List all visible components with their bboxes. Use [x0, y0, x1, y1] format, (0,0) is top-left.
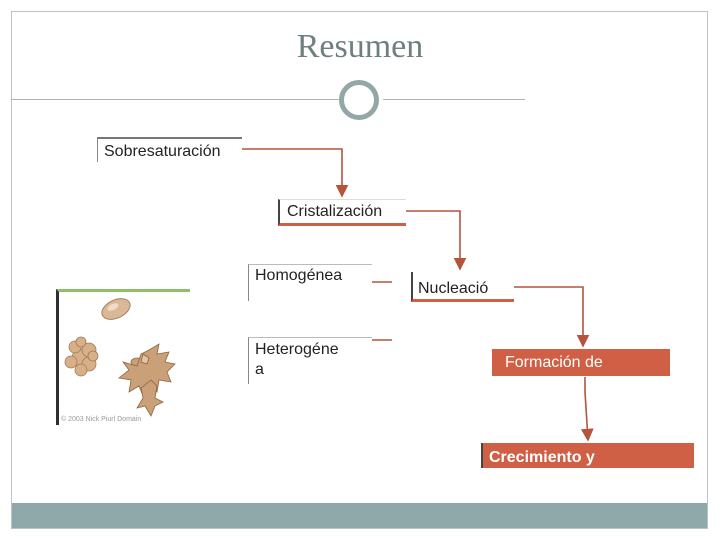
node-formacion: Formación de — [492, 349, 670, 376]
slide-frame — [11, 11, 708, 529]
connector-formacion-crecimiento — [580, 377, 594, 442]
connector-cristal-nucleacion — [405, 210, 467, 271]
slide-title: Resumen — [296, 28, 424, 65]
node-cristalizacion: Cristalización — [278, 199, 406, 226]
title-divider-right — [383, 99, 525, 100]
title-divider-left — [11, 99, 341, 100]
node-nucleacion: Nucleació — [411, 272, 514, 302]
node-homogenea: Homogénea — [248, 264, 372, 301]
node-heterogenea: Heterogéne a — [248, 337, 372, 384]
divider-ring-icon — [339, 80, 379, 120]
node-sobresaturacion: Sobresaturación — [97, 137, 242, 162]
crystal-illustration: © 2003 Nick Piurl Domain — [56, 289, 190, 425]
crystal-drawing — [64, 298, 176, 417]
bottom-theme-bar — [12, 503, 707, 528]
node-crecimiento: Crecimiento y — [481, 443, 694, 468]
image-credit: © 2003 Nick Piurl Domain — [61, 416, 142, 423]
connector-nucleacion-formacion — [514, 286, 590, 348]
connector-sobresat-cristal — [242, 148, 349, 198]
